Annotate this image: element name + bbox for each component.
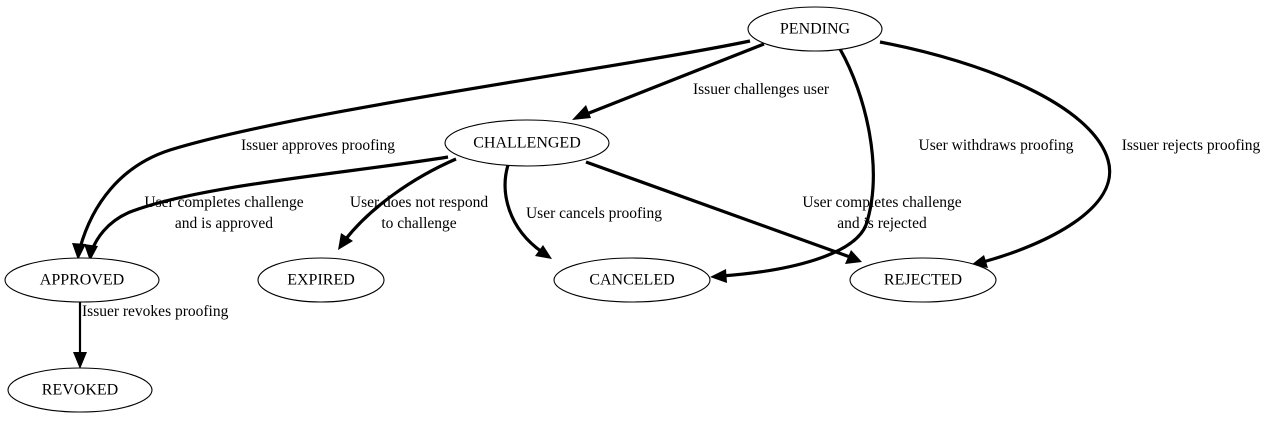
edge-pending-canceled: User withdraws proofing <box>710 48 1074 283</box>
edge-pending-rejected-path <box>879 40 1112 264</box>
edge-pending-approved: Issuer approves proofing <box>72 39 751 260</box>
edge-approved-revoked: Issuer revokes proofing <box>73 302 229 369</box>
edge-challenged-rejected: User completes challenge and is rejected <box>585 160 962 264</box>
node-pending[interactable]: PENDING <box>747 6 883 52</box>
node-approved-label: APPROVED <box>40 272 124 289</box>
node-pending-label: PENDING <box>780 21 851 38</box>
node-approved[interactable]: APPROVED <box>4 257 160 303</box>
node-revoked-label: REVOKED <box>42 382 118 399</box>
node-revoked-ellipse[interactable] <box>7 367 153 413</box>
edge-challenged-approved-path <box>90 155 449 251</box>
edge-challenged-expired-arrowhead <box>338 233 353 250</box>
edge-label-user-does-not-respond-line2: to challenge <box>381 215 456 232</box>
edge-challenged-approved: User completes challenge and is approved <box>84 155 449 261</box>
edge-label-issuer-rejects-proofing: Issuer rejects proofing <box>1122 137 1261 154</box>
node-pending-ellipse[interactable] <box>747 6 883 52</box>
edge-pending-rejected: Issuer rejects proofing <box>879 40 1261 268</box>
edge-challenged-canceled-path <box>503 164 543 254</box>
edge-label-issuer-revokes-proofing: Issuer revokes proofing <box>82 303 229 320</box>
node-expired-label: EXPIRED <box>287 272 355 289</box>
edge-label-user-completes-challenge-rejected-line1: User completes challenge <box>802 194 961 211</box>
edge-label-user-completes-challenge-approved-line1: User completes challenge <box>144 194 303 211</box>
edge-challenged-canceled: User cancels proofing <box>503 164 662 259</box>
edge-pending-canceled-path <box>721 48 875 278</box>
node-rejected-ellipse[interactable] <box>849 257 997 303</box>
edge-label-issuer-challenges-user: Issuer challenges user <box>693 81 830 98</box>
edge-pending-approved-arrowhead <box>72 243 86 260</box>
edge-pending-approved-path <box>78 39 751 249</box>
node-rejected[interactable]: REJECTED <box>849 257 997 303</box>
edge-label-user-does-not-respond-line1: User does not respond <box>350 194 488 211</box>
edge-challenged-canceled-arrowhead <box>535 245 552 259</box>
edge-label-issuer-approves-proofing: Issuer approves proofing <box>241 137 395 154</box>
node-challenged-label: CHALLENGED <box>473 135 581 152</box>
node-rejected-label: REJECTED <box>884 272 962 289</box>
node-canceled-ellipse[interactable] <box>553 257 711 303</box>
edge-label-user-cancels-proofing: User cancels proofing <box>526 205 662 222</box>
edge-label-user-completes-challenge-approved-line2: and is approved <box>175 215 273 232</box>
node-approved-ellipse[interactable] <box>4 257 160 303</box>
edge-label-user-completes-challenge-rejected-line2: and is rejected <box>837 215 927 232</box>
node-expired[interactable]: EXPIRED <box>257 257 385 303</box>
edge-challenged-expired: User does not respond to challenge <box>338 157 488 250</box>
node-revoked[interactable]: REVOKED <box>7 367 153 413</box>
edge-challenged-approved-arrowhead <box>84 244 98 261</box>
node-canceled-label: CANCELED <box>589 272 674 289</box>
edge-pending-challenged-arrowhead <box>572 105 591 120</box>
edge-pending-challenged-path <box>583 42 765 117</box>
edge-label-user-withdraws-proofing: User withdraws proofing <box>919 137 1074 154</box>
edge-pending-challenged: Issuer challenges user <box>572 42 830 120</box>
node-challenged-ellipse[interactable] <box>444 119 610 167</box>
edge-challenged-rejected-arrowhead <box>845 250 862 264</box>
edge-approved-revoked-arrowhead <box>73 352 87 369</box>
node-expired-ellipse[interactable] <box>257 257 385 303</box>
node-canceled[interactable]: CANCELED <box>553 257 711 303</box>
edge-challenged-rejected-path <box>585 160 851 259</box>
edge-challenged-expired-path <box>343 157 457 241</box>
node-challenged[interactable]: CHALLENGED <box>444 119 610 167</box>
edge-pending-canceled-arrowhead <box>710 269 727 283</box>
